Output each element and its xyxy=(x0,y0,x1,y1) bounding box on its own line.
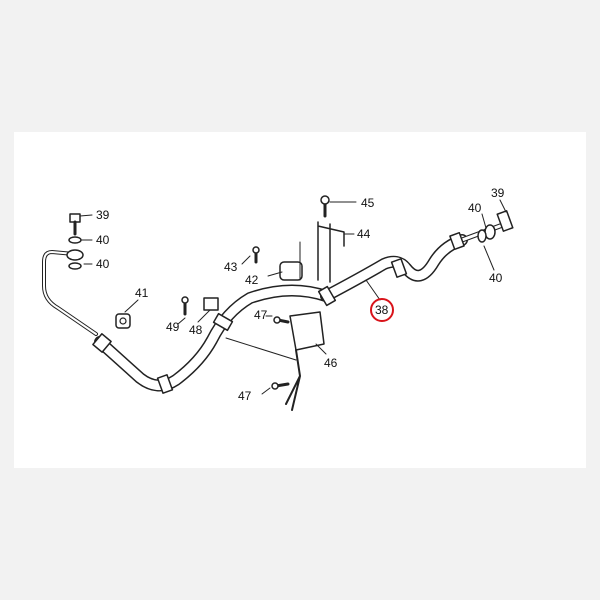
callout-40-right-washer-upper: 40 xyxy=(468,201,482,215)
diagram-sheet xyxy=(14,132,586,468)
callout-40-right-washer-lower: 40 xyxy=(489,271,503,285)
callout-40-washer-lower: 40 xyxy=(96,257,110,271)
callout-40-washer-upper: 40 xyxy=(96,233,110,247)
callout-43-bolt: 43 xyxy=(224,260,238,274)
callout-46-bracket: 46 xyxy=(324,356,338,370)
callout-44-bracket: 44 xyxy=(357,227,371,241)
callout-39-left-bolt: 39 xyxy=(96,208,110,222)
highlight-circle xyxy=(370,298,394,322)
callout-47-bolt-upper: 47 xyxy=(254,308,268,322)
callout-41-clip: 41 xyxy=(135,286,149,300)
callout-38-hose-highlighted: 38 xyxy=(375,303,389,317)
callout-42-clip: 42 xyxy=(245,273,259,287)
callout-48-bracket: 48 xyxy=(189,323,203,337)
callout-47-bolt-lower: 47 xyxy=(238,389,252,403)
callout-45-bolt: 45 xyxy=(361,196,375,210)
callout-39-right-bolt: 39 xyxy=(491,186,505,200)
callout-49-bolt: 49 xyxy=(166,320,180,334)
